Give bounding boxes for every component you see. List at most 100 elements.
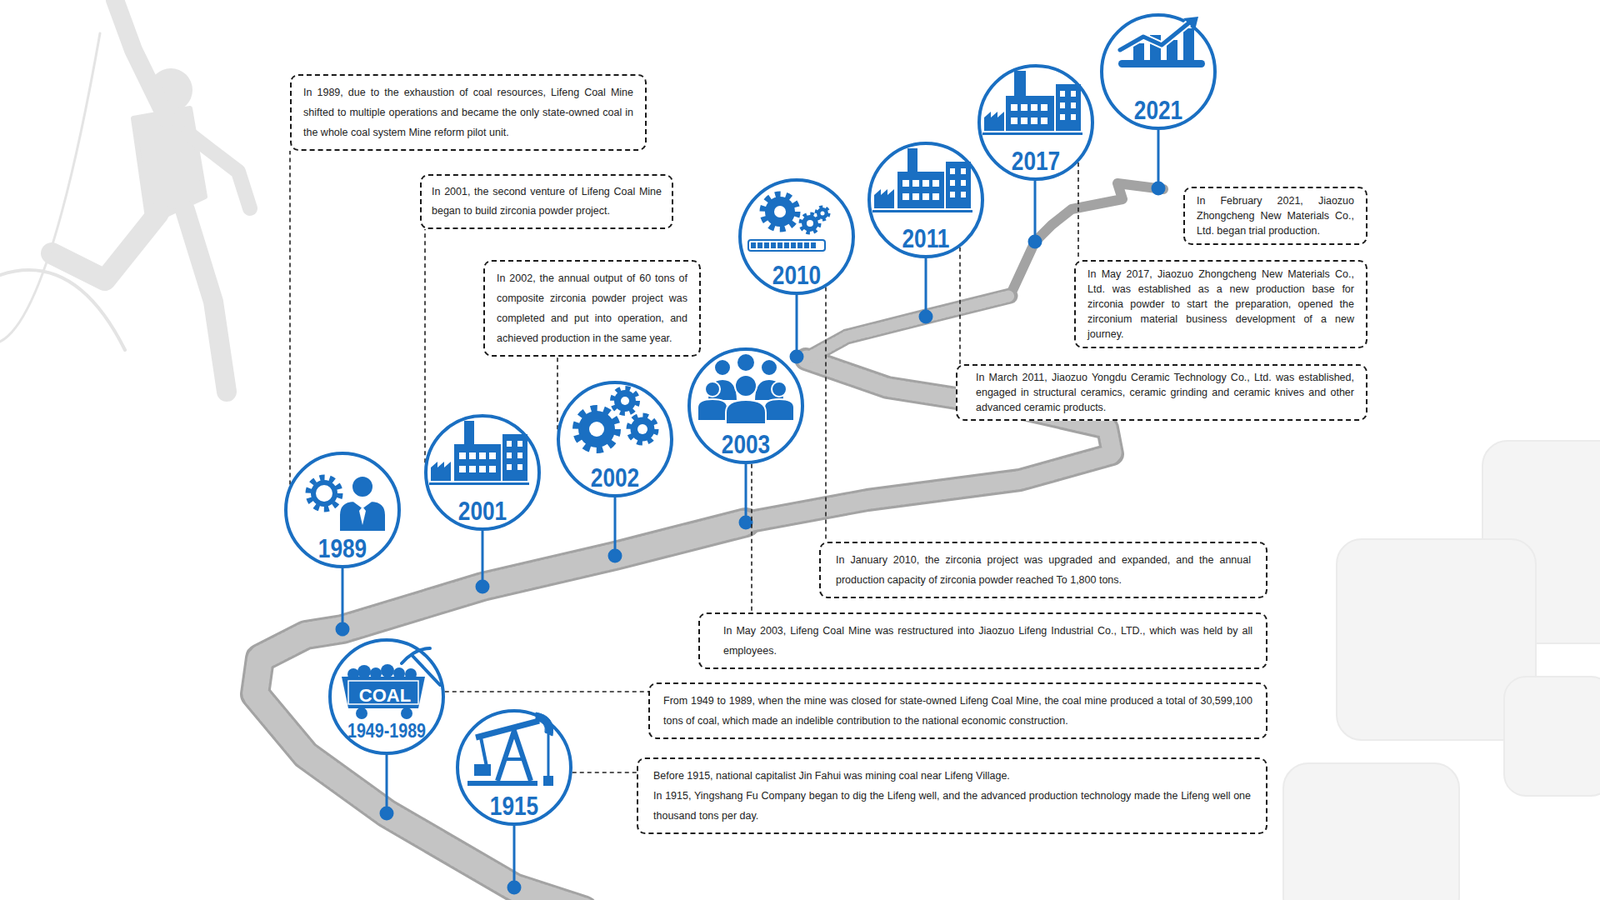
gears-icon <box>614 390 636 412</box>
year-circle: 2021 <box>1100 13 1217 130</box>
factory-icon <box>469 452 476 460</box>
factory-icon <box>506 440 512 447</box>
coal-cart-icon <box>380 664 395 678</box>
team-icon <box>697 353 795 425</box>
factory-icon <box>907 148 918 174</box>
climber-silhouette <box>0 33 100 342</box>
factory-icon <box>1070 102 1076 109</box>
progress-icon <box>806 220 814 227</box>
progress-icon <box>800 214 820 233</box>
timeline-pin <box>1157 130 1160 189</box>
climber-silhouette <box>0 270 125 350</box>
event-callout: From 1949 to 1989, when the mine was clo… <box>648 682 1268 740</box>
factory-icon <box>1040 117 1048 125</box>
factory-icon <box>950 180 955 186</box>
gears-icon <box>613 389 638 414</box>
pump-jack-icon <box>474 764 491 776</box>
coal-cart-icon <box>357 665 371 679</box>
factory-icon <box>1014 70 1026 98</box>
leader-line <box>445 690 649 693</box>
year-circle: 1989 <box>284 451 401 569</box>
timeline-pin <box>481 530 485 587</box>
growth-chart-icon <box>1118 28 1205 68</box>
coal-cart-icon <box>401 648 430 664</box>
progress-icon <box>750 242 756 249</box>
team-icon <box>764 399 795 421</box>
year-label: 2021 <box>1110 95 1207 125</box>
factory-icon <box>1055 84 1081 131</box>
timeline-pin <box>513 825 516 888</box>
coal-cart-icon <box>370 667 382 680</box>
event-callout: In 2002, the annual output of 60 tons of… <box>483 260 701 357</box>
team-icon <box>705 381 720 397</box>
factory-icon <box>950 168 955 175</box>
timeline-pin <box>380 807 393 820</box>
event-callout: In March 2011, Jiaozuo Yongdu Ceramic Te… <box>955 364 1368 421</box>
team-icon <box>760 359 778 376</box>
coal-cart-icon <box>341 676 425 709</box>
pump-jack-icon <box>467 780 538 786</box>
timeline-pin <box>341 568 345 630</box>
event-text: Before 1915, national capitalist Jin Fah… <box>653 765 1251 786</box>
factory-icon <box>469 465 476 473</box>
factory-icon <box>932 193 940 200</box>
growth-chart-icon <box>1150 35 1161 62</box>
progress-icon <box>804 242 810 249</box>
progress-icon <box>763 195 798 230</box>
factory-icon <box>1030 104 1038 111</box>
progress-icon <box>774 205 786 218</box>
timeline-pin <box>336 623 349 635</box>
factory-icon <box>479 465 486 473</box>
gears-icon <box>589 421 605 437</box>
factory-icon <box>922 193 930 200</box>
factory-icon <box>932 180 940 187</box>
factory-icon <box>1010 90 1076 125</box>
factory-icon <box>902 180 910 187</box>
climber-silhouette <box>115 0 167 119</box>
factory-icon <box>984 111 1005 131</box>
gears-icon <box>620 396 630 405</box>
year-circle: 2002 <box>556 380 674 498</box>
gear-symbol <box>310 480 338 507</box>
year-circle: 2010 <box>738 178 855 295</box>
timeline-pin <box>1029 235 1041 248</box>
factory-icon <box>489 465 496 473</box>
year-circle: 1915 <box>455 709 573 826</box>
gears-icon <box>630 417 655 442</box>
progress-icon <box>810 242 816 249</box>
manager-icon <box>359 506 366 525</box>
gears-icon <box>576 409 617 450</box>
factory-icon <box>464 420 475 446</box>
growth-chart-icon <box>1118 60 1205 68</box>
coal-cart-icon <box>400 707 413 720</box>
coal-cart-icon <box>393 667 405 680</box>
progress-icon <box>764 242 770 249</box>
team-icon <box>707 379 738 401</box>
event-text: In 2002, the annual output of 60 tons of… <box>496 268 688 349</box>
progress-icon <box>790 242 796 249</box>
factory-icon <box>960 191 966 198</box>
progress-icon <box>820 211 825 216</box>
team-icon <box>771 381 787 397</box>
factory-icon <box>897 171 945 209</box>
factory-icon <box>945 161 971 209</box>
timeline-pin <box>476 580 489 593</box>
gear-symbol <box>308 477 340 510</box>
pump-jack-icon <box>497 730 531 781</box>
factory-icon <box>502 434 528 481</box>
factory-icon <box>429 482 530 485</box>
factory-icon <box>506 452 512 459</box>
factory-icon <box>517 452 523 459</box>
event-callout: In 2001, the second venture of Lifeng Co… <box>420 174 674 230</box>
factory-icon <box>950 191 955 198</box>
year-label: 2003 <box>698 429 795 460</box>
event-text: From 1949 to 1989, when the mine was clo… <box>663 690 1253 731</box>
progress-icon <box>750 242 816 249</box>
event-text: In 1989, due to the exhaustion of coal r… <box>303 82 634 143</box>
factory-icon <box>459 465 466 473</box>
year-label: 2002 <box>567 462 664 493</box>
gears-icon <box>629 415 656 443</box>
gear-symbol <box>308 477 340 510</box>
